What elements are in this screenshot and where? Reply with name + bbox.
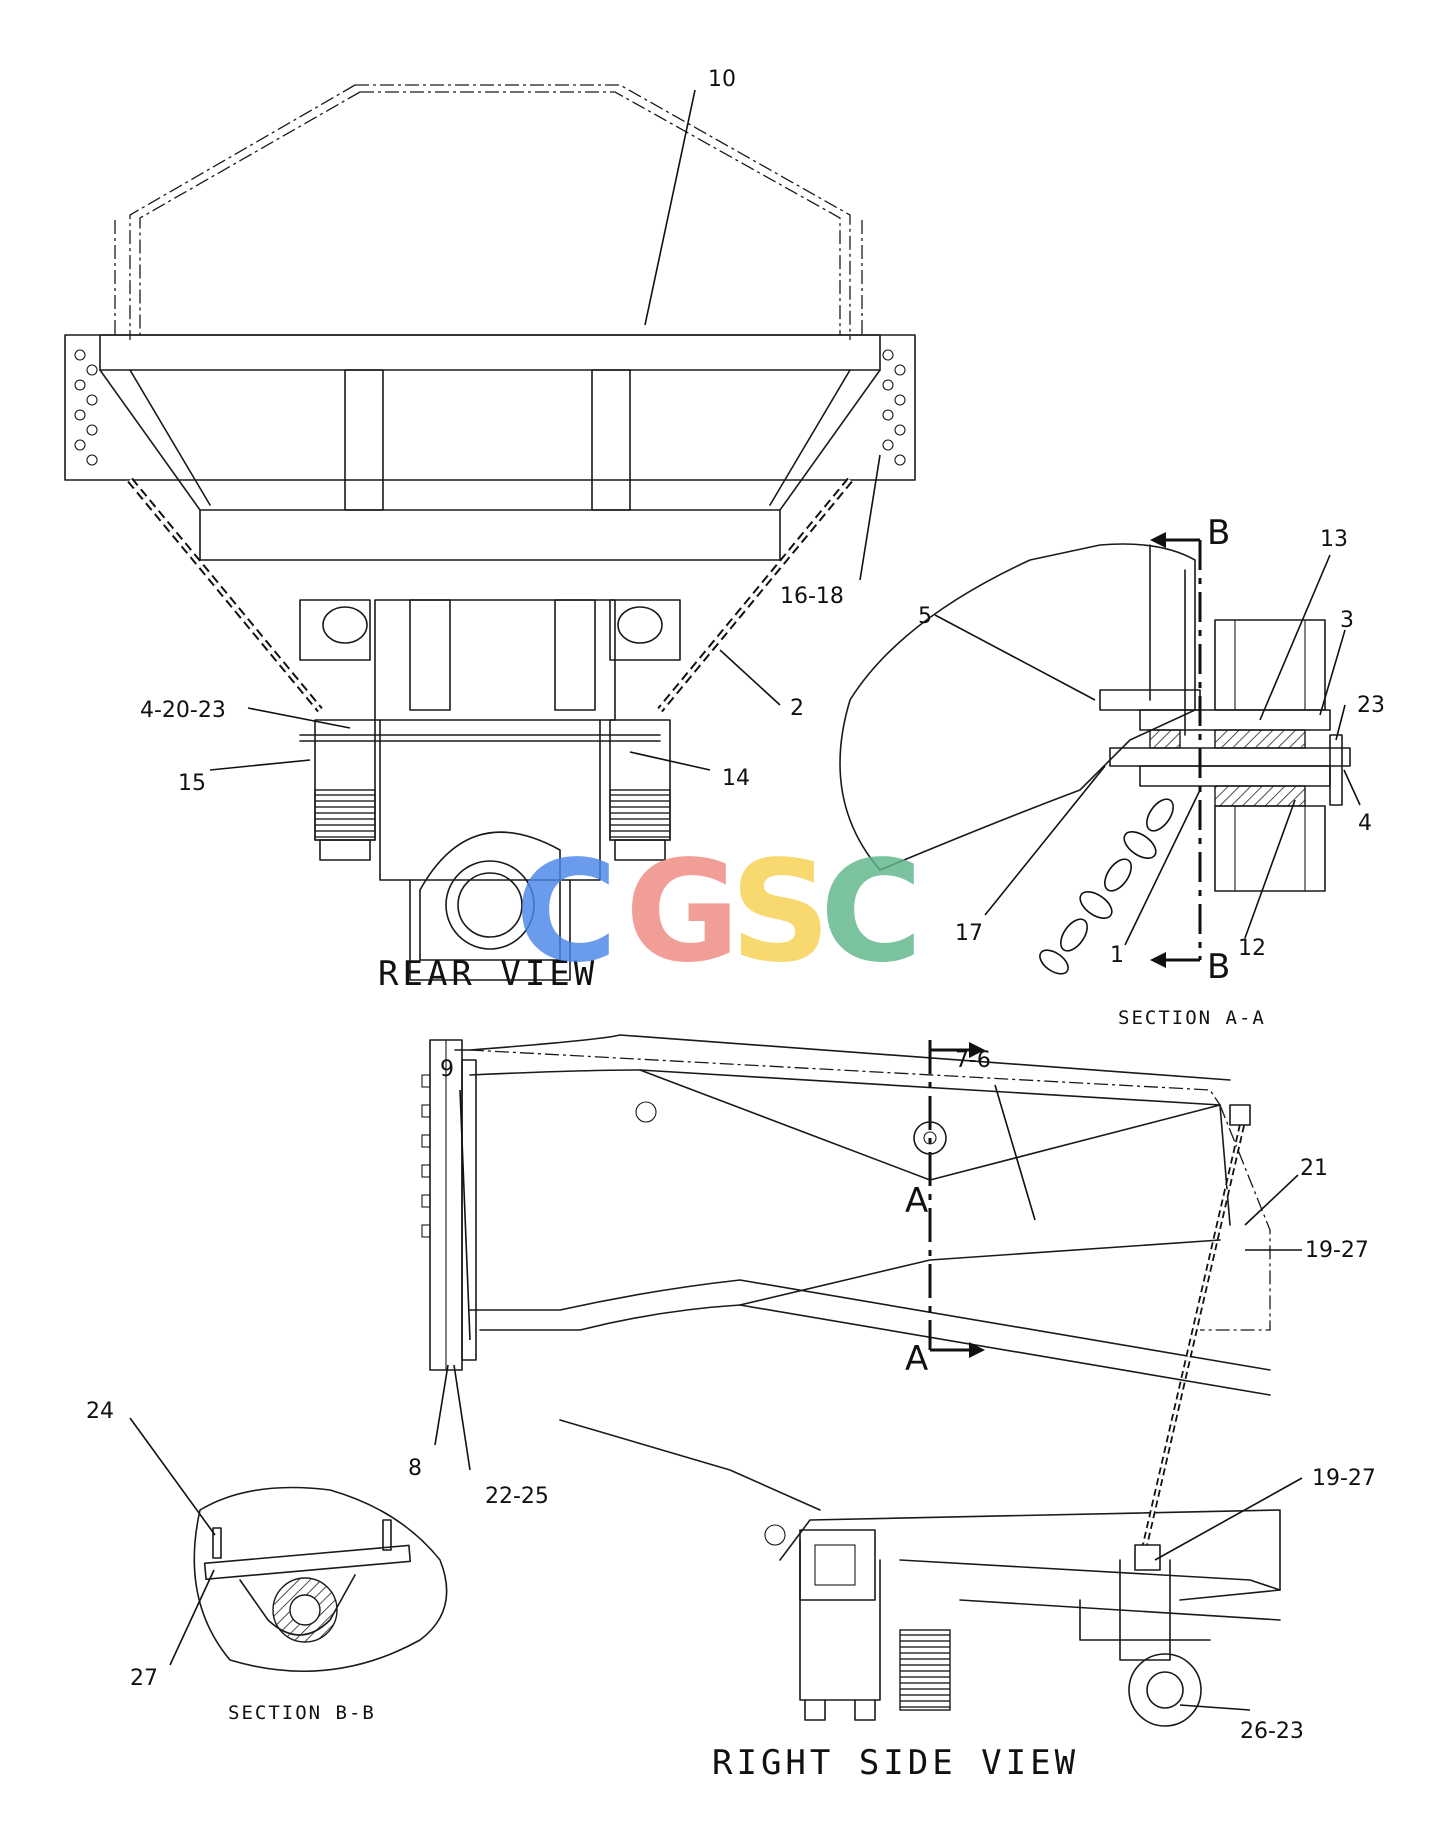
- leader-lines: [129, 89, 1361, 1711]
- section-marker-a-top: A: [905, 1181, 928, 1221]
- callout-2: 2: [790, 696, 804, 721]
- callout-27: 27: [130, 1666, 158, 1691]
- callout-19-27-bottom: 19-27: [1312, 1466, 1376, 1491]
- right-side-view-drawing: [421, 1034, 1281, 1727]
- callout-26-23: 26-23: [1240, 1719, 1304, 1744]
- watermark-letter-c1: C: [515, 831, 618, 994]
- callout-labels: 10 16-18 2 4-20-23 15 14 5 13 3 23 4 17 …: [86, 67, 1385, 1744]
- section-marker-b-top: B: [1207, 513, 1230, 553]
- section-markers: B B A A: [905, 513, 1230, 1379]
- section-marker-a-bottom: A: [905, 1339, 928, 1379]
- callout-12: 12: [1238, 936, 1266, 961]
- callout-21: 21: [1300, 1156, 1328, 1181]
- callout-24: 24: [86, 1399, 114, 1424]
- callout-7-6: 7-6: [955, 1048, 991, 1073]
- callout-4-20-23: 4-20-23: [140, 698, 226, 723]
- callout-3: 3: [1340, 608, 1354, 633]
- view-titles: REAR VIEW SECTION A-A RIGHT SIDE VIEW SE…: [228, 954, 1266, 1783]
- watermark-letter-g: G: [625, 831, 740, 994]
- section-marker-b-bottom: B: [1207, 947, 1230, 987]
- callout-14: 14: [722, 766, 750, 791]
- watermark-letter-c2: C: [820, 831, 923, 994]
- rear-view-drawing: [64, 84, 916, 981]
- callout-22-25: 22-25: [485, 1484, 549, 1509]
- callout-23: 23: [1357, 693, 1385, 718]
- bolt-pattern-right: [882, 349, 906, 466]
- rear-view-title: REAR VIEW: [378, 954, 598, 994]
- callout-10: 10: [708, 67, 736, 92]
- callout-8: 8: [408, 1456, 422, 1481]
- callout-4: 4: [1358, 811, 1372, 836]
- callout-9: 9: [440, 1057, 454, 1082]
- right-side-view-title: RIGHT SIDE VIEW: [712, 1743, 1079, 1783]
- callout-17: 17: [955, 921, 983, 946]
- callout-15: 15: [178, 771, 206, 796]
- bolt-pattern-left: [74, 349, 98, 466]
- edge-bolts: [421, 1074, 431, 1238]
- callout-1: 1: [1110, 943, 1124, 968]
- section-aa-drawing: [839, 532, 1351, 975]
- watermark-letter-s: S: [730, 831, 831, 994]
- watermark-logo: C G S C: [515, 831, 923, 994]
- section-aa-title: SECTION A-A: [1118, 1007, 1266, 1029]
- callout-16-18: 16-18: [780, 584, 844, 609]
- section-bb-drawing: [193, 1486, 448, 1672]
- callout-19-27-top: 19-27: [1305, 1238, 1369, 1263]
- callout-13: 13: [1320, 527, 1348, 552]
- callout-5: 5: [918, 604, 932, 629]
- section-bb-title: SECTION B-B: [228, 1702, 376, 1724]
